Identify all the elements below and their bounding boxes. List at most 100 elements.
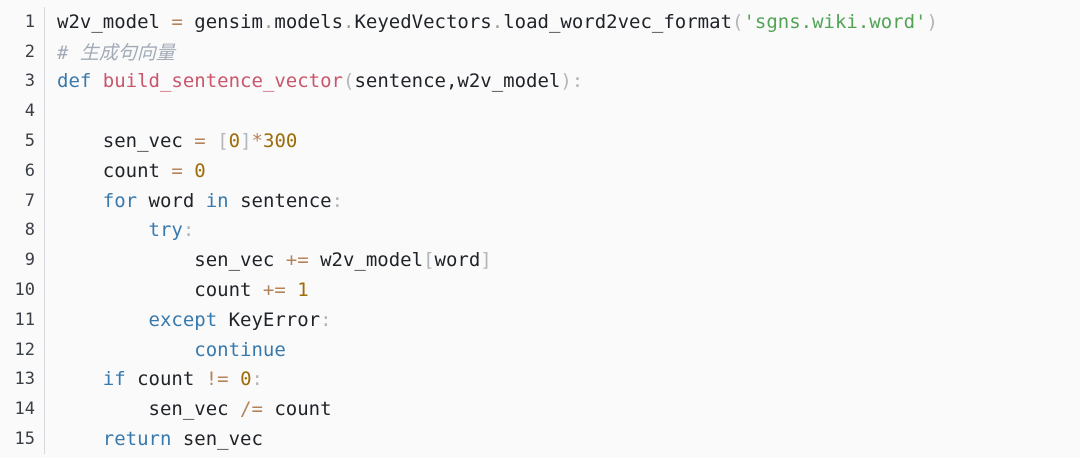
code-line-content: sen_vec /= count bbox=[45, 394, 332, 424]
code-token-bracket: [ bbox=[217, 130, 229, 153]
code-token-number: 1 bbox=[297, 279, 309, 302]
code-line-content: return sen_vec bbox=[45, 424, 263, 454]
code-line-content: continue bbox=[45, 335, 286, 365]
code-token-plain: count bbox=[57, 279, 263, 302]
code-token-plain: sen_vec bbox=[57, 130, 195, 153]
code-token-keyword: try bbox=[148, 219, 183, 242]
code-token-plain bbox=[57, 219, 149, 241]
code-line: 14 sen_vec /= count bbox=[0, 394, 1080, 425]
code-line: 7 for word in sentence: bbox=[0, 185, 1080, 216]
line-number: 1 bbox=[0, 7, 45, 37]
code-token-plain: sen_vec bbox=[57, 249, 286, 272]
code-token-plain: word bbox=[137, 189, 206, 212]
line-number: 7 bbox=[0, 185, 45, 216]
code-line: 15 return sen_vec bbox=[0, 424, 1080, 454]
line-number: 12 bbox=[0, 334, 45, 365]
line-number: 9 bbox=[0, 245, 45, 276]
code-line-content: # 生成句向量 bbox=[45, 37, 175, 67]
code-token-plain bbox=[57, 190, 103, 212]
line-number: 3 bbox=[0, 66, 45, 97]
code-line: 11 except KeyError: bbox=[0, 304, 1080, 335]
code-token-plain bbox=[57, 428, 103, 450]
code-token-bracket: ] bbox=[480, 249, 492, 272]
code-token-operator: += bbox=[285, 249, 309, 272]
code-token-plain: w2v_model bbox=[308, 249, 424, 272]
code-token-keyword: continue bbox=[194, 338, 286, 361]
code-token-plain: KeyedVectors bbox=[354, 10, 492, 33]
code-line: 5 sen_vec = [0]*300 bbox=[0, 126, 1080, 156]
code-line: 2# 生成句向量 bbox=[0, 36, 1080, 67]
code-token-keyword: in bbox=[205, 189, 229, 212]
code-line: 10 count += 1 bbox=[0, 275, 1080, 305]
code-token-operator: /= bbox=[240, 398, 263, 421]
code-line: 9 sen_vec += w2v_model[word] bbox=[0, 245, 1080, 276]
code-token-bracket: ] bbox=[240, 130, 252, 153]
code-token-bracket: : bbox=[320, 308, 332, 331]
code-token-bracket: ): bbox=[560, 70, 584, 93]
line-number: 6 bbox=[0, 155, 45, 186]
code-token-plain: sen_vec bbox=[171, 428, 263, 451]
code-token-dot: . bbox=[491, 10, 504, 33]
code-token-operator: = bbox=[171, 159, 183, 182]
line-number: 4 bbox=[0, 96, 45, 127]
code-line-content: if count != 0: bbox=[45, 365, 263, 395]
code-token-bracket: [ bbox=[423, 249, 435, 272]
line-number: 8 bbox=[0, 215, 45, 246]
code-line: 6 count = 0 bbox=[0, 155, 1080, 186]
code-token-plain: sen_vec bbox=[57, 398, 241, 421]
code-token-plain: sentence,w2v_model bbox=[354, 70, 561, 93]
code-token-function: build_sentence_vector bbox=[102, 70, 343, 93]
code-line-content: except KeyError: bbox=[45, 305, 332, 335]
code-token-bracket: ) bbox=[926, 10, 938, 33]
code-token-plain: count bbox=[262, 398, 332, 421]
code-token-plain: word bbox=[434, 249, 481, 272]
line-number: 2 bbox=[0, 36, 45, 67]
line-number: 15 bbox=[0, 424, 45, 454]
code-line-content: try: bbox=[45, 216, 195, 246]
code-token-keyword: for bbox=[102, 189, 138, 212]
code-line-content: w2v_model = gensim.models.KeyedVectors.l… bbox=[45, 7, 938, 37]
code-token-plain bbox=[57, 368, 103, 390]
code-token-plain: load_word2vec_format bbox=[503, 10, 732, 33]
code-token-number: 0 bbox=[240, 368, 252, 391]
line-number: 11 bbox=[0, 304, 45, 335]
code-token-plain bbox=[286, 279, 297, 301]
code-token-plain bbox=[183, 160, 194, 182]
code-token-dot: . bbox=[262, 10, 275, 33]
code-token-plain bbox=[229, 368, 240, 390]
code-token-plain bbox=[57, 339, 194, 361]
code-line: 8 try: bbox=[0, 215, 1080, 246]
code-token-bracket: : bbox=[182, 219, 195, 242]
code-token-plain: sentence bbox=[228, 189, 332, 212]
line-number: 13 bbox=[0, 364, 45, 395]
code-token-plain: models bbox=[274, 10, 344, 33]
code-token-bracket: : bbox=[331, 189, 344, 212]
code-token-operator: * bbox=[251, 130, 263, 153]
code-line-content: sen_vec = [0]*300 bbox=[45, 126, 298, 156]
code-token-plain: count bbox=[125, 368, 206, 391]
code-token-number: 0 bbox=[228, 130, 241, 153]
code-token-keyword: return bbox=[102, 428, 172, 451]
code-line: 12 continue bbox=[0, 334, 1080, 365]
code-line-content bbox=[45, 96, 57, 126]
code-token-number: 0 bbox=[194, 159, 206, 182]
code-line: 13 if count != 0: bbox=[0, 364, 1080, 395]
code-line-content: sen_vec += w2v_model[word] bbox=[45, 245, 492, 275]
code-token-operator: = bbox=[194, 130, 206, 153]
code-token-plain bbox=[57, 309, 149, 331]
code-token-bracket: ( bbox=[731, 10, 744, 33]
code-token-keyword: if bbox=[102, 368, 126, 391]
code-token-plain: KeyError bbox=[217, 308, 321, 331]
code-line: 4 bbox=[0, 96, 1080, 127]
line-number: 14 bbox=[0, 394, 45, 425]
code-token-plain bbox=[206, 130, 217, 152]
code-token-operator: += bbox=[262, 279, 286, 302]
line-number: 5 bbox=[0, 126, 45, 156]
code-token-number: 300 bbox=[263, 130, 298, 153]
code-line-content: for word in sentence: bbox=[45, 186, 343, 216]
code-token-keyword: def bbox=[57, 70, 103, 93]
